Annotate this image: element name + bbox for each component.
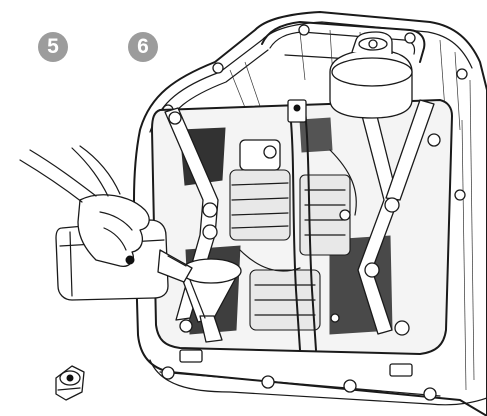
- step-badge-5: 5: [38, 32, 68, 62]
- funnel-icon: [180, 258, 242, 343]
- oil-filler-cap-icon: [55, 365, 85, 401]
- step-badge-6: 6: [128, 32, 158, 62]
- filler-cap: [329, 31, 413, 119]
- hand-icon: [19, 145, 150, 267]
